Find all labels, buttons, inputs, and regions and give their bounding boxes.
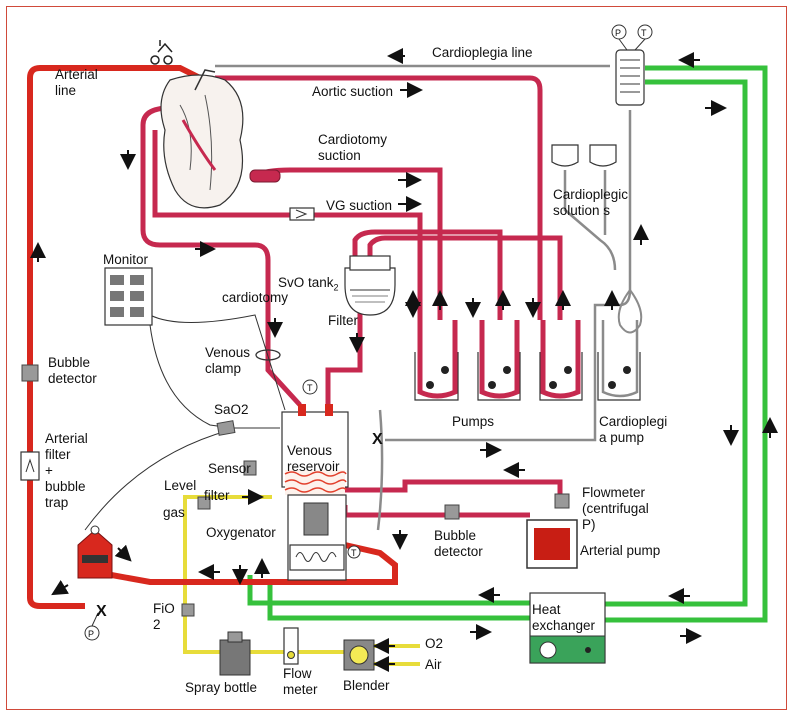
- venous-drain-line: [140, 105, 302, 407]
- monitor-cables: [84, 314, 286, 531]
- solution-line: [563, 170, 617, 271]
- gauge-p-label: P: [615, 28, 621, 38]
- label-fio2: FiO 2: [153, 601, 175, 632]
- arterial-line-to-oxygenator: [94, 569, 290, 585]
- oxygenator-unit: [287, 494, 361, 581]
- label-venous-reservoir: Venous reservoir: [287, 443, 340, 474]
- label-svo-tank: SvO tank2: [278, 275, 339, 293]
- gauge-t-reservoir-label: T: [307, 383, 313, 393]
- label-gas: gas: [163, 505, 185, 520]
- label-arterial-pump: Arterial pump: [580, 543, 661, 558]
- heat-exchanger-unit: [529, 592, 606, 664]
- label-o2: O2: [425, 636, 444, 651]
- vg-valve-icon: [289, 207, 315, 221]
- cardiotomy-tank: [344, 255, 396, 316]
- water-line-inner: [605, 79, 748, 607]
- water-line-outer: [605, 65, 768, 623]
- cardioplegia-drip-loop: [617, 289, 643, 334]
- label-flow-meter: Flow meter: [283, 666, 318, 697]
- label-filter-gas: filter: [204, 488, 230, 503]
- cardioplegia-exchanger: [611, 24, 653, 106]
- blender-unit: [343, 639, 375, 671]
- reservoir-to-arterial-pump: [345, 479, 563, 500]
- reservoir-side-line: [376, 409, 384, 531]
- sensor-blocks: [21, 364, 570, 617]
- label-venous-clamp: Venous clamp: [205, 345, 251, 376]
- arterial-clamp-icon: [150, 40, 173, 65]
- label-cardioplegic-solutions: Cardioplegic solution s: [553, 187, 629, 218]
- label-pumps: Pumps: [452, 414, 495, 429]
- label-spray-bottle: Spray bottle: [185, 680, 258, 695]
- label-bubble-detector-mid: Bubble detector: [434, 528, 483, 559]
- label-oxygenator: Oxygenator: [206, 525, 276, 540]
- cardioplegic-bags: [551, 144, 617, 167]
- label-monitor: Monitor: [103, 252, 149, 267]
- clamp-x-arterial: X: [96, 603, 107, 620]
- label-heat-exchanger: Heat exchanger: [532, 602, 596, 633]
- gauge-t-oxygenator-label: T: [351, 548, 357, 558]
- diagram-frame: [6, 6, 787, 710]
- arterial-sensor-cable: [84, 429, 231, 531]
- label-svo-sub: 2: [333, 282, 339, 293]
- label-level: Level: [164, 478, 197, 493]
- oxygenator-outflow: [290, 542, 398, 585]
- label-cardiotomy-suction: Cardiotomy suction: [318, 132, 388, 163]
- pump-return-line-1: [352, 229, 503, 320]
- label-vg-suction: VG suction: [326, 198, 393, 213]
- water-to-oxygenator-bottom: [267, 580, 530, 621]
- monitor-cable-venous: [149, 314, 286, 411]
- label-arterial-filter: Arterial filter + bubble trap: [45, 431, 88, 510]
- arterial-pump-unit: [526, 519, 578, 569]
- aortic-suction-line: [215, 75, 543, 320]
- label-filter-top: Filter: [328, 313, 358, 328]
- roller-pumps: [414, 352, 641, 401]
- label-flowmeter: Flowmeter (centrifugal P): [582, 485, 649, 532]
- heart-illustration: [160, 69, 244, 209]
- label-sao2: SaO2: [214, 402, 249, 417]
- temperature-gauge-icon: [302, 379, 318, 395]
- clamp-x-marks: X X: [96, 431, 383, 620]
- clamp-x-reservoir: X: [372, 431, 383, 448]
- flow-arrows: [30, 48, 778, 672]
- suction-tip-icon: [249, 169, 281, 183]
- monitor-box: [104, 267, 153, 326]
- label-air: Air: [425, 657, 442, 672]
- label-arterial-line: Arterial line: [55, 67, 98, 98]
- pump-return-line-2: [367, 235, 563, 320]
- cardioplegia-pump-tube: [601, 320, 639, 398]
- pump-rollers: [426, 366, 631, 389]
- label-blender: Blender: [343, 678, 390, 693]
- venous-reservoir-vessel: [281, 404, 349, 495]
- label-cardiotomy: cardiotomy: [222, 290, 289, 305]
- venous-clamp-icon: [255, 349, 281, 361]
- monitor-cable-sao2: [149, 324, 280, 429]
- label-aortic-suction: Aortic suction: [312, 84, 394, 99]
- arterial-filter-bell: [77, 525, 113, 579]
- label-cardioplegia-pump: Cardioplegi a pump: [599, 414, 668, 445]
- bubble-detector-line: [342, 505, 530, 518]
- label-bubble-detector-left: Bubble detector: [48, 355, 97, 386]
- label-cardioplegia-line: Cardioplegia line: [432, 45, 533, 60]
- gas-line-main: [183, 495, 272, 654]
- label-sensor: Sensor: [208, 461, 251, 476]
- gauge-t-label: T: [641, 28, 647, 38]
- vg-suction-line: [152, 130, 423, 320]
- pump-tubes: [417, 320, 581, 399]
- arterial-line-main: [27, 65, 202, 609]
- arterial-filter-box: [20, 451, 40, 481]
- spray-bottle-unit: [219, 631, 251, 676]
- gauge-p-arterial-label: P: [88, 629, 94, 639]
